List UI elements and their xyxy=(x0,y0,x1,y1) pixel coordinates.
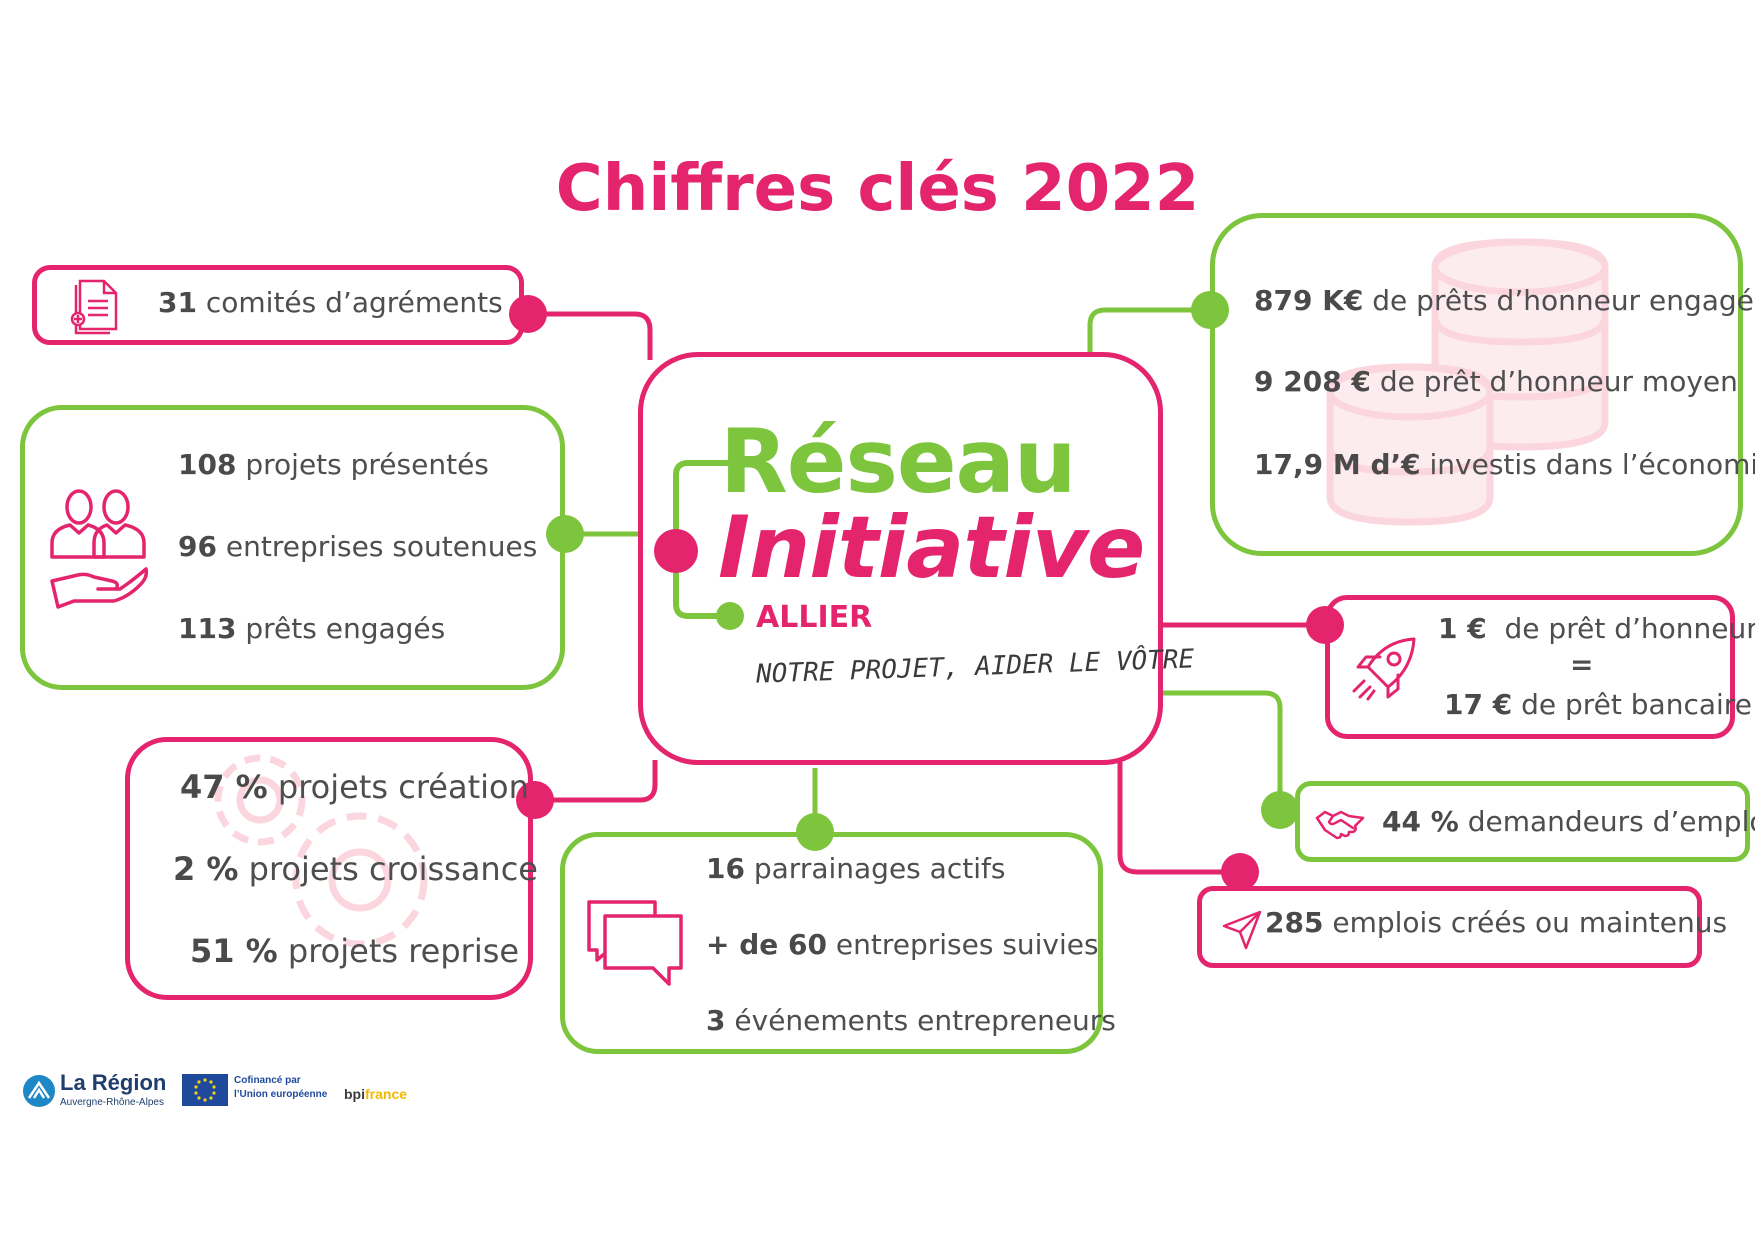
prets-line-2: 9 208 € de prêt d’honneur moyen xyxy=(1254,365,1738,398)
prets-line-3: 17,9 M d’€ investis dans l’économie xyxy=(1254,448,1755,481)
parrainages-line-1: 16 parrainages actifs xyxy=(706,852,1005,885)
levier-value-1: 1 € xyxy=(1438,612,1487,645)
logo-location-text: ALLIER xyxy=(756,600,873,635)
emplois-box xyxy=(1197,886,1702,968)
projets-label-2: entreprises soutenues xyxy=(225,530,538,563)
prets-value-1: 879 K€ xyxy=(1254,284,1364,317)
eu-line-1: Cofinancé par xyxy=(234,1075,301,1086)
center-logo-box xyxy=(638,352,1163,765)
logo-reseau-text: Réseau xyxy=(720,410,1077,513)
region-logo-icon xyxy=(23,1075,55,1107)
prets-label-1: de prêts d’honneur engagés xyxy=(1372,284,1755,317)
levier-box xyxy=(1325,595,1735,739)
prets-box xyxy=(1210,213,1743,556)
demandeurs-label: demandeurs d’emplois xyxy=(1467,805,1755,838)
projets-line-2: 96 entreprises soutenues xyxy=(178,530,537,563)
emplois-label: emplois créés ou maintenus xyxy=(1332,906,1728,939)
rocket-icon xyxy=(1352,637,1416,701)
projets-line-3: 113 prêts engagés xyxy=(178,612,445,645)
dot-types xyxy=(516,781,554,819)
dot-projets xyxy=(546,515,584,553)
parrainages-line-3: 3 événements entrepreneurs xyxy=(706,1004,1116,1037)
region-name: La Région xyxy=(60,1070,167,1095)
levier-label-1: de prêt d’honneur xyxy=(1504,612,1755,645)
connector-demandeurs xyxy=(1163,690,1283,810)
parrainages-value-3: 3 xyxy=(706,1004,726,1037)
prets-value-2: 9 208 € xyxy=(1254,365,1371,398)
types-value-2: 2 % xyxy=(173,850,239,888)
emplois-line: 285 emplois créés ou maintenus xyxy=(1265,906,1727,939)
page-title: Chiffres clés 2022 xyxy=(555,152,1200,226)
projets-value-2: 96 xyxy=(178,530,217,563)
people-hand-icon xyxy=(50,489,149,609)
bpifrance-logo: bpifrance xyxy=(344,1086,407,1102)
chat-bubbles-icon xyxy=(587,900,683,986)
parrainages-label-3: événements entrepreneurs xyxy=(734,1004,1116,1037)
coins-icon xyxy=(1326,238,1609,526)
projets-value-1: 108 xyxy=(178,448,237,481)
connector-comites xyxy=(528,311,653,360)
types-label-1: projets création xyxy=(277,768,529,806)
paper-plane-icon xyxy=(1222,910,1262,950)
comites-value: 31 xyxy=(158,286,197,319)
emplois-value: 285 xyxy=(1265,906,1324,939)
connector-prets xyxy=(1087,307,1210,352)
levier-equals: = xyxy=(1570,648,1594,681)
parrainages-label-2: entreprises suivies xyxy=(835,928,1099,961)
comites-box xyxy=(32,265,524,345)
types-value-3: 51 % xyxy=(190,932,278,970)
gears-icon xyxy=(214,754,428,948)
projets-value-3: 113 xyxy=(178,612,237,645)
parrainages-box xyxy=(560,832,1103,1054)
prets-label-3: investis dans l’économie xyxy=(1429,448,1755,481)
dot-demandeurs xyxy=(1261,791,1299,829)
parrainages-line-2: + de 60 entreprises suivies xyxy=(706,928,1099,961)
connector-emplois xyxy=(1117,762,1240,875)
projets-label-3: prêts engagés xyxy=(245,612,446,645)
types-value-1: 47 % xyxy=(180,768,268,806)
connector-types xyxy=(535,760,658,803)
prets-value-3: 17,9 M d’€ xyxy=(1254,448,1421,481)
types-line-1: 47 % projets création xyxy=(180,768,529,806)
bpifrance-logo-b: france xyxy=(365,1086,408,1102)
parrainages-value-1: 16 xyxy=(706,852,745,885)
prets-line-1: 879 K€ de prêts d’honneur engagés xyxy=(1254,284,1755,317)
projets-line-1: 108 projets présentés xyxy=(178,448,489,481)
eu-line-2: l’Union européenne xyxy=(234,1089,328,1100)
document-icon xyxy=(70,279,118,335)
types-line-3: 51 % projets reprise xyxy=(190,932,519,970)
types-box xyxy=(125,737,533,1000)
logo-dot-pink xyxy=(654,529,698,573)
logo-initiative-text: Initiative xyxy=(718,498,1145,598)
demandeurs-line: 44 % demandeurs d’emplois xyxy=(1382,805,1755,838)
dot-comites xyxy=(509,295,547,333)
region-sub: Auvergne-Rhône-Alpes xyxy=(60,1097,164,1108)
types-label-2: projets croissance xyxy=(248,850,538,888)
levier-label-2: de prêt bancaire xyxy=(1521,688,1752,721)
logo-dot-green xyxy=(716,602,744,630)
dot-emplois xyxy=(1221,853,1259,891)
parrainages-value-2: + de 60 xyxy=(706,928,827,961)
comites-label: comités d’agréments xyxy=(205,286,503,319)
types-line-2: 2 % projets croissance xyxy=(173,850,538,888)
parrainages-label-1: parrainages actifs xyxy=(753,852,1006,885)
demandeurs-value: 44 % xyxy=(1382,805,1459,838)
levier-value-2: 17 € xyxy=(1444,688,1513,721)
eu-flag-icon xyxy=(182,1074,228,1106)
comites-line: 31 comités d’agréments xyxy=(158,286,503,319)
projets-label-1: projets présentés xyxy=(245,448,489,481)
demandeurs-box xyxy=(1295,781,1750,862)
bpifrance-logo-a: bpi xyxy=(344,1086,365,1102)
handshake-icon xyxy=(1315,810,1365,840)
prets-label-2: de prêt d’honneur moyen xyxy=(1379,365,1738,398)
levier-line-2: 17 € de prêt bancaire xyxy=(1444,688,1752,721)
types-label-3: projets reprise xyxy=(287,932,520,970)
projets-box xyxy=(20,405,565,690)
levier-line-1: 1 € de prêt d’honneur xyxy=(1438,612,1755,645)
